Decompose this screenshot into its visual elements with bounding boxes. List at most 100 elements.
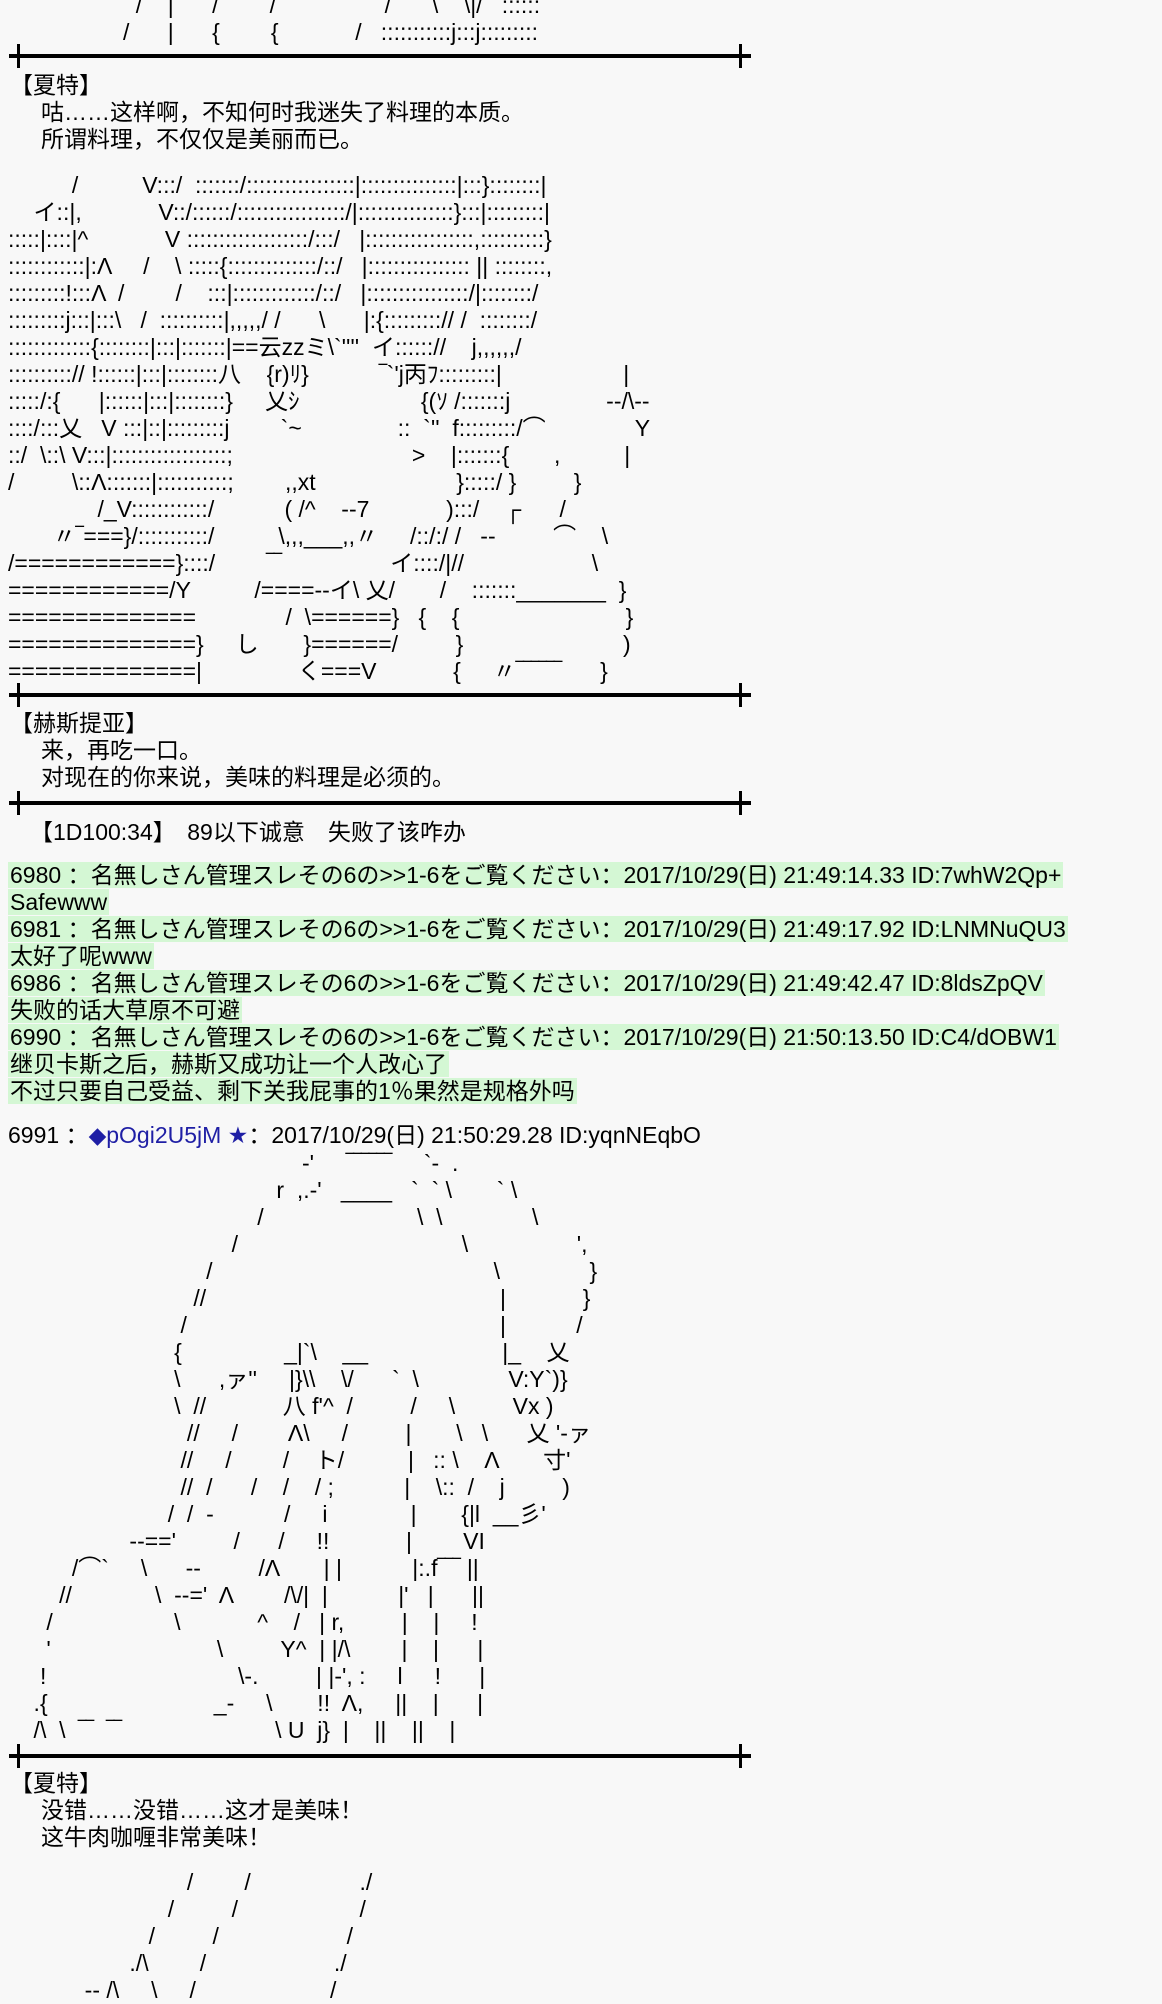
post-separator: ： [59, 1122, 89, 1148]
post-separator: ： [600, 970, 624, 996]
speaker-label: 【夏特】 [10, 1770, 102, 1796]
aa-line: :::::::::j:::|:::\ / ::::::::::|,,,,,/ /… [8, 307, 538, 333]
post-body-line: 继贝卡斯之后，赫斯又成功让一个人改心了 [8, 1051, 449, 1077]
dialogue-block-hestia: 【赫斯提亚】 来，再吃一口。对现在的你来说，美味的料理是必须的。 [0, 710, 455, 791]
post-body: 继贝卡斯之后，赫斯又成功让一个人改心了不过只要自己受益、剩下关我屁事的1％果然是… [0, 1051, 1068, 1105]
aa-line: / \ } [8, 1258, 598, 1284]
dialogue-line: 对现在的你来说，美味的料理是必须的。 [41, 764, 455, 790]
poster-trip-link[interactable]: ◆pOgi2U5jM ★ [88, 1122, 249, 1148]
aa-line: ==============| く===V { 〃‾‾‾‾‾‾ } [8, 658, 608, 684]
rule-end-left [17, 44, 20, 68]
aa-line: 〃‾===}/:::::::::::/ \,,,___,,〃 /::/:/ / … [8, 523, 609, 549]
aa-line: ::::/:::乂 V :::|::|:::::::::j `~ :: `'' … [8, 415, 651, 441]
aa-line: :::::::::!:::Λ / / :::|:::::::::::::/::/… [8, 280, 539, 306]
aa-line: / | / / / ‾‾ \ \|/ :::::: [8, 0, 541, 18]
aa-line: ./\ / ./ [8, 1950, 347, 1976]
rule-end-right [739, 683, 742, 707]
ascii-art-scene-2: -' ‾‾‾‾‾‾ `- . r ,.-' ____ ` ` \ ` \ / \… [8, 1150, 598, 1744]
aa-line: ::::::::::::|:Λ / \ :::::{::::::::::::::… [8, 253, 553, 279]
aa-line: :::::/:{ |::::::|:::|::::::::} 乂ｼ {(ｿ /:… [8, 388, 650, 414]
aa-line: // / Λ\ / | \ \ 乂 '-ァ [8, 1420, 591, 1446]
aa-line: -- /\ \ / / [8, 1977, 337, 2003]
dice-roll-block: 【1D100:34】 89以下诚意 失败了该咋办 [0, 819, 466, 846]
poster-id: ID:LNMNuQU3 [911, 916, 1066, 942]
aa-line: // / / / / ; | \:: / j ) [8, 1474, 570, 1500]
ascii-art-top: / | / / / ‾‾ \ \|/ :::::: / | { { / ::::… [8, 0, 540, 46]
rule-end-left [17, 683, 20, 707]
post-number[interactable]: 6981 [10, 916, 62, 942]
poster-id: ID:8ldsZpQV [911, 970, 1043, 996]
post-date: 2017/10/29(日) 21:49:17.92 [623, 916, 905, 942]
aa-line: ! \-. | |-', : l ! | [8, 1663, 486, 1689]
rule-end-left [17, 791, 20, 815]
post-body-line: 不过只要自己受益、剩下关我屁事的1％果然是规格外吗 [8, 1078, 577, 1104]
post-separator: ： [600, 1024, 624, 1050]
dialogue-block-shate: 【夏特】 咕……这样啊，不知何时我迷失了料理的本质。所谓料理，不仅仅是美丽而已。 [0, 72, 524, 153]
post-number[interactable]: 6991 [8, 1122, 60, 1148]
poster-id: ID:C4/dOBW1 [911, 1024, 1057, 1050]
aa-line: // \ --=' Λ /\/| | |' | || [8, 1582, 485, 1608]
post-body: 失败的话大草原不可避 [0, 997, 1068, 1024]
post-header: 6981 ：名無しさん管理スレその6の>>1-6をご覧ください：2017/10/… [8, 916, 1068, 942]
poster-id: ID:yqnNEqbO [559, 1122, 701, 1148]
post-number[interactable]: 6990 [10, 1024, 62, 1050]
reply-post: 6990 ：名無しさん管理スレその6の>>1-6をご覧ください：2017/10/… [0, 1024, 1068, 1105]
aa-line: イ::|, V::/::::::/:::::::::::::::::/|::::… [8, 199, 550, 225]
post-body: Safewww [0, 889, 1068, 916]
post-header: 6991 ：◆pOgi2U5jM ★：2017/10/29(日) 21:50:2… [0, 1122, 701, 1149]
aa-line: / \ ', [8, 1231, 588, 1257]
post-separator: ： [61, 916, 91, 942]
post-separator: ： [61, 1024, 91, 1050]
dialogue-line: 没错……没错……这才是美味！ [41, 1797, 363, 1823]
aa-line: ============== / \======} { { } [8, 604, 634, 630]
aa-line: r ,.-' ____ ` ` \ ` \ [8, 1177, 518, 1203]
aa-line: ::/ \::\ V:::|::::::::::::::::::; > |:::… [8, 442, 631, 468]
post-number[interactable]: 6986 [10, 970, 62, 996]
post-number[interactable]: 6980 [10, 862, 62, 888]
aa-line: / | { { / :::::::::::j:::j::::::::: [8, 19, 538, 45]
aa-line: { _|`\ __ |_ 乂 [8, 1339, 570, 1365]
reply-post: 6980 ：名無しさん管理スレその6の>>1-6をご覧ください：2017/10/… [0, 862, 1068, 916]
aa-line: :::::::::::::{::::::::|:::|:::::::|==云zz… [8, 334, 522, 360]
reply-post: 6981 ：名無しさん管理スレその6の>>1-6をご覧ください：2017/10/… [0, 916, 1068, 970]
aa-line: / / - / i | {|l __彡' [8, 1501, 546, 1527]
aa-line: // / / ト/ | :: \ Λ 寸' [8, 1447, 571, 1473]
divider-rule [9, 683, 751, 707]
poster-name: 名無しさん管理スレその6の>>1-6をご覧ください [90, 916, 601, 942]
dialogue-line: 所谓料理，不仅仅是美丽而已。 [41, 126, 363, 152]
poster-id: ID:7whW2Qp+ [911, 862, 1062, 888]
aa-line: --==' / / !! | VI [8, 1528, 485, 1554]
rule-end-right [739, 44, 742, 68]
reply-list: 6980 ：名無しさん管理スレその6の>>1-6をご覧ください：2017/10/… [0, 862, 1068, 1105]
speaker-label: 【赫斯提亚】 [10, 710, 148, 736]
aa-line: \ // 八 f'^ / / \ Vx ) [8, 1393, 554, 1419]
ascii-art-scene-1: / V:::/ :::::::/:::::::::::::::::|::::::… [8, 172, 650, 685]
dialogue-lines: 没错……没错……这才是美味！这牛肉咖喱非常美味！ [0, 1797, 363, 1851]
aa-line: ' \ Y^ | |/\ | | | [8, 1636, 484, 1662]
aa-line: /============}::::/ ‾‾ イ::::/|// \ [8, 550, 599, 576]
divider-rule [9, 1744, 751, 1768]
aa-line: ============/Y /====--イ\ 乂/ / :::::::___… [8, 577, 627, 603]
post-separator: ： [600, 862, 624, 888]
aa-line: / / / [8, 1923, 354, 1949]
post-separator: ： [61, 970, 91, 996]
aa-line: / \ \ \ [8, 1204, 539, 1230]
aa-line: .{ _- \ !! Λ, || | | [8, 1690, 484, 1716]
poster-name: 名無しさん管理スレその6の>>1-6をご覧ください [90, 970, 601, 996]
post-separator: ： [600, 916, 624, 942]
dialogue-lines: 咕……这样啊，不知何时我迷失了料理的本质。所谓料理，不仅仅是美丽而已。 [0, 99, 524, 153]
post-separator: ： [248, 1122, 272, 1148]
aa-line: /_V::::::::::::/ ( /^ --7 ):::/ ┌ / [8, 496, 566, 522]
post-date: 2017/10/29(日) 21:50:29.28 [271, 1122, 553, 1148]
post-header: 6986 ：名無しさん管理スレその6の>>1-6をご覧ください：2017/10/… [8, 970, 1045, 996]
post-header: 6980 ：名無しさん管理スレその6の>>1-6をご覧ください：2017/10/… [8, 862, 1064, 888]
post-separator: ： [61, 862, 91, 888]
aa-line: / \::Λ:::::::|:::::::::::; ,,xt }:::::/ … [8, 469, 582, 495]
post-body-line: Safewww [8, 889, 110, 915]
post-body-line: 太好了呢www [8, 943, 154, 969]
aa-line: \ ,ァ'' |}\\ \/ ` \ V:Y`)} [8, 1366, 568, 1392]
post-date: 2017/10/29(日) 21:49:14.33 [623, 862, 905, 888]
aa-line: / / / [8, 1896, 366, 1922]
aa-line: /\ \ ‾‾ ‾‾ \ U j} | || || | [8, 1717, 456, 1743]
